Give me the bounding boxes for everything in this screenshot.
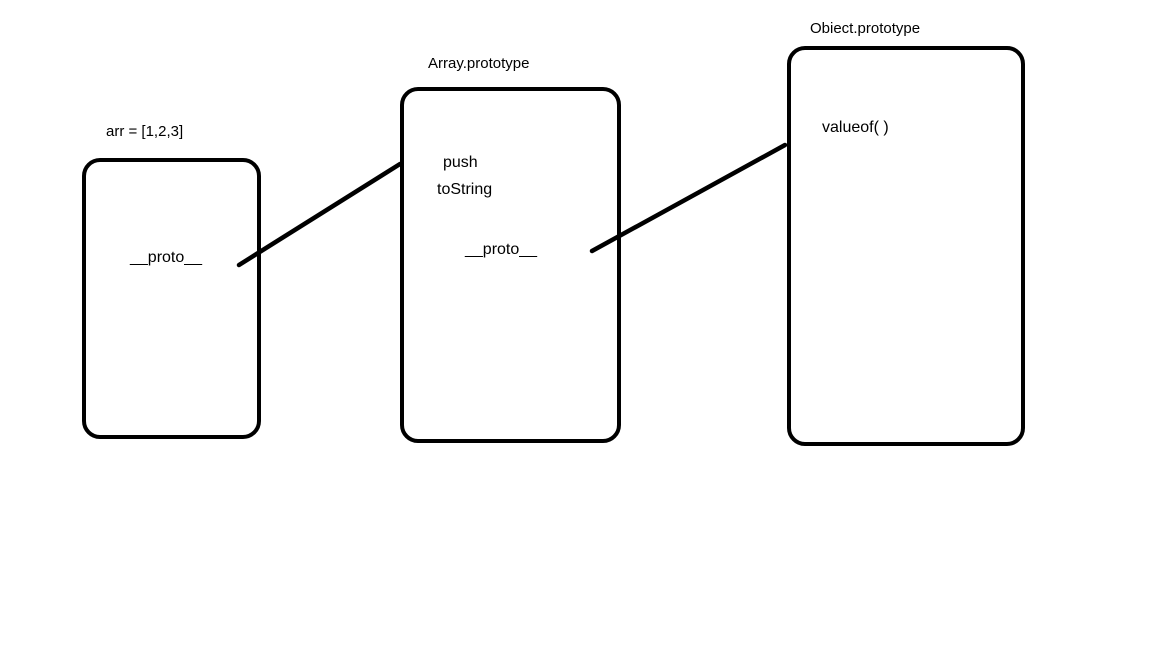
object-valueof-method: valueof( )	[822, 119, 889, 136]
array-prototype-box	[400, 87, 621, 443]
arr-label: arr = [1,2,3]	[106, 123, 184, 140]
array-prototype-to-object-prototype-link	[589, 142, 788, 254]
object-prototype-label: Obiect.prototype	[810, 20, 921, 37]
array-tostring-method: toString	[437, 181, 493, 198]
arr-to-array-prototype-link	[236, 161, 403, 268]
array-prototype-proto-property: __proto__	[465, 241, 538, 258]
arr-box	[82, 158, 261, 439]
object-prototype-box	[787, 46, 1025, 446]
array-prototype-label: Array.prototype	[428, 55, 530, 72]
array-push-method: push	[443, 154, 478, 171]
arr-proto-property: __proto__	[130, 249, 203, 266]
